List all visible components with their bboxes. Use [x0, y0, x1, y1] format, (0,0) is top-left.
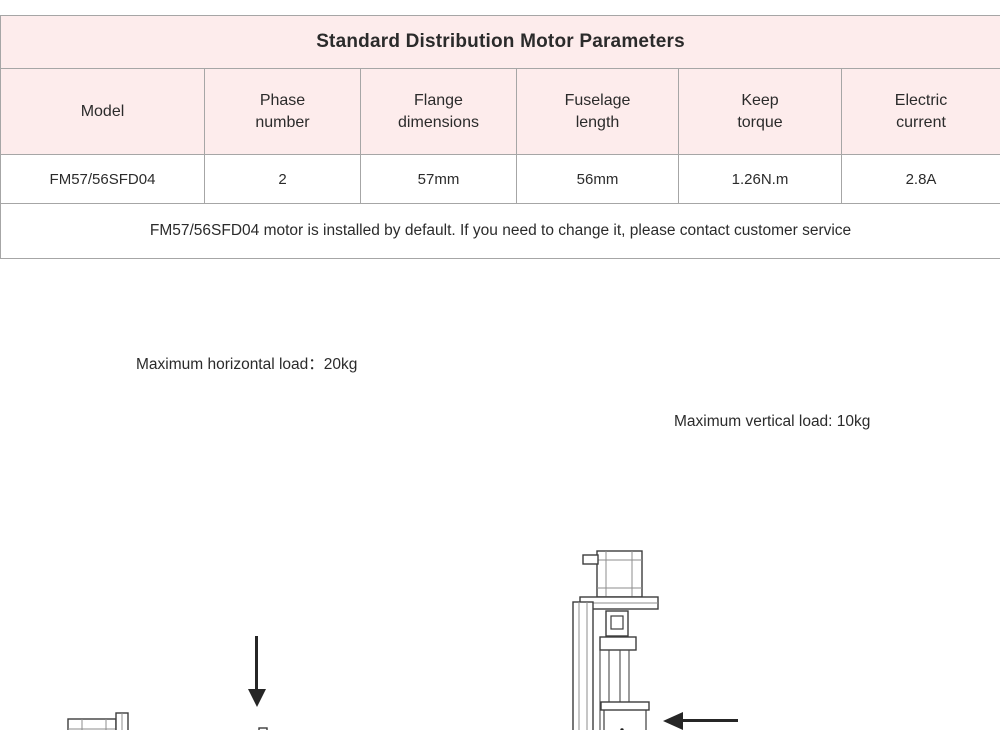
cell-flange-dimensions: 57mm [361, 155, 517, 204]
column-header-keep-torque: Keep torque [679, 69, 842, 155]
column-header-model-line1: Model [2, 101, 203, 123]
cell-phase-number: 2 [205, 155, 361, 204]
table-title: Standard Distribution Motor Parameters [1, 16, 1000, 69]
load-capacity-diagram: Maximum horizontal load：20kg Maximum ver… [0, 258, 1000, 621]
cell-keep-torque: 1.26N.m [679, 155, 842, 204]
horizontal-actuator-group [68, 713, 448, 730]
vertical-actuator-group [570, 551, 658, 730]
column-header-keep-torque-line1: Keep [680, 90, 840, 112]
table-note: FM57/56SFD04 motor is installed by defau… [1, 204, 1000, 259]
column-header-electric-current-line1: Electric [843, 90, 999, 112]
table-note-row: FM57/56SFD04 motor is installed by defau… [1, 204, 1000, 259]
cell-fuselage-length: 56mm [517, 155, 679, 204]
horizontal-actuator-drawing [0, 258, 1000, 621]
column-header-flange-dimensions: Flange dimensions [361, 69, 517, 155]
table-row: FM57/56SFD04 2 57mm 56mm 1.26N.m 2.8A [1, 155, 1000, 204]
table-header-row: Model Phase number Flange dimensions Fus… [1, 69, 1000, 155]
column-header-phase-number-line2: number [206, 112, 359, 134]
column-header-electric-current: Electric current [842, 69, 1000, 155]
cell-model: FM57/56SFD04 [1, 155, 205, 204]
left-arrow-icon [683, 719, 738, 722]
column-header-flange-dimensions-line2: dimensions [362, 112, 515, 134]
column-header-model: Model [1, 69, 205, 155]
column-header-phase-number-line1: Phase [206, 90, 359, 112]
column-header-fuselage-length-line1: Fuselage [518, 90, 677, 112]
column-header-flange-dimensions-line1: Flange [362, 90, 515, 112]
column-header-fuselage-length: Fuselage length [517, 69, 679, 155]
table-title-row: Standard Distribution Motor Parameters [1, 16, 1000, 69]
down-arrow-icon [255, 636, 258, 691]
column-header-electric-current-line2: current [843, 112, 999, 134]
column-header-fuselage-length-line2: length [518, 112, 677, 134]
motor-parameters-table-container: Standard Distribution Motor Parameters M… [0, 15, 1000, 259]
column-header-keep-torque-line2: torque [680, 112, 840, 134]
cell-electric-current: 2.8A [842, 155, 1000, 204]
column-header-phase-number: Phase number [205, 69, 361, 155]
motor-parameters-table: Standard Distribution Motor Parameters M… [0, 15, 1000, 259]
